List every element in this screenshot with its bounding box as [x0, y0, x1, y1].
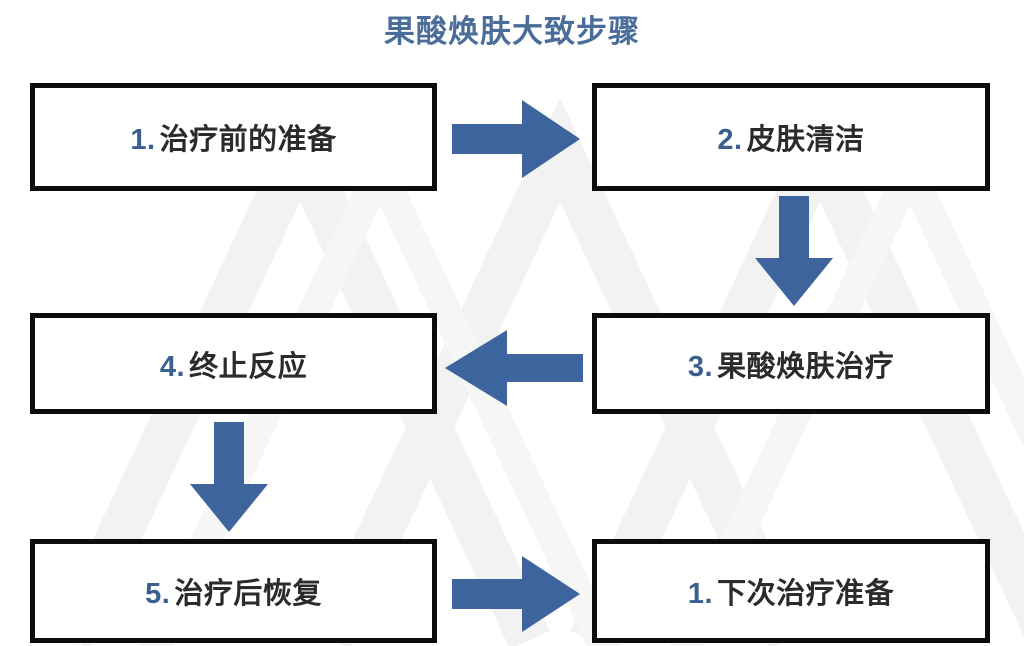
step-box-4-label: 4.终止反应	[160, 343, 307, 385]
arrow-right-icon-step1-to-step2	[452, 100, 580, 178]
step-box-1-label: 1.治疗前的准备	[130, 116, 336, 158]
step-box-4-text: 终止反应	[189, 350, 308, 383]
step-box-4-number: 4.	[159, 350, 186, 383]
step-box-5[interactable]: 5.治疗后恢复	[30, 539, 437, 643]
step-box-6-number: 1.	[687, 578, 714, 610]
step-box-1-text: 治疗前的准备	[159, 124, 337, 156]
step-box-2-text: 皮肤清洁	[746, 124, 865, 156]
step-box-4[interactable]: 4.终止反应	[30, 313, 437, 414]
step-box-2-label: 2.皮肤清洁	[717, 116, 864, 158]
step-box-6[interactable]: 1.下次治疗准备	[592, 539, 990, 643]
arrow-right-icon-step5-to-step6	[452, 556, 580, 632]
arrow-left-icon-step3-to-step4	[445, 330, 583, 406]
step-box-5-label: 5.治疗后恢复	[145, 570, 322, 612]
step-box-1-number: 1.	[130, 124, 156, 156]
step-box-6-label: 1.下次治疗准备	[688, 570, 894, 612]
step-box-3[interactable]: 3.果酸焕肤治疗	[592, 313, 990, 414]
arrow-down-icon-step2-to-step3	[755, 196, 833, 306]
step-box-3-number: 3.	[687, 350, 714, 383]
arrow-down-icon-step4-to-step5	[190, 422, 268, 532]
step-box-5-text: 治疗后恢复	[174, 578, 322, 610]
page-title: 果酸焕肤大致步骤	[384, 14, 640, 49]
step-box-6-text: 下次治疗准备	[717, 578, 895, 610]
step-box-2-number: 2.	[717, 124, 743, 156]
step-box-1[interactable]: 1.治疗前的准备	[30, 83, 437, 191]
step-box-3-label: 3.果酸焕肤治疗	[688, 343, 894, 385]
step-box-5-number: 5.	[145, 578, 171, 610]
step-box-2[interactable]: 2.皮肤清洁	[592, 83, 990, 191]
step-box-3-text: 果酸焕肤治疗	[717, 350, 895, 383]
